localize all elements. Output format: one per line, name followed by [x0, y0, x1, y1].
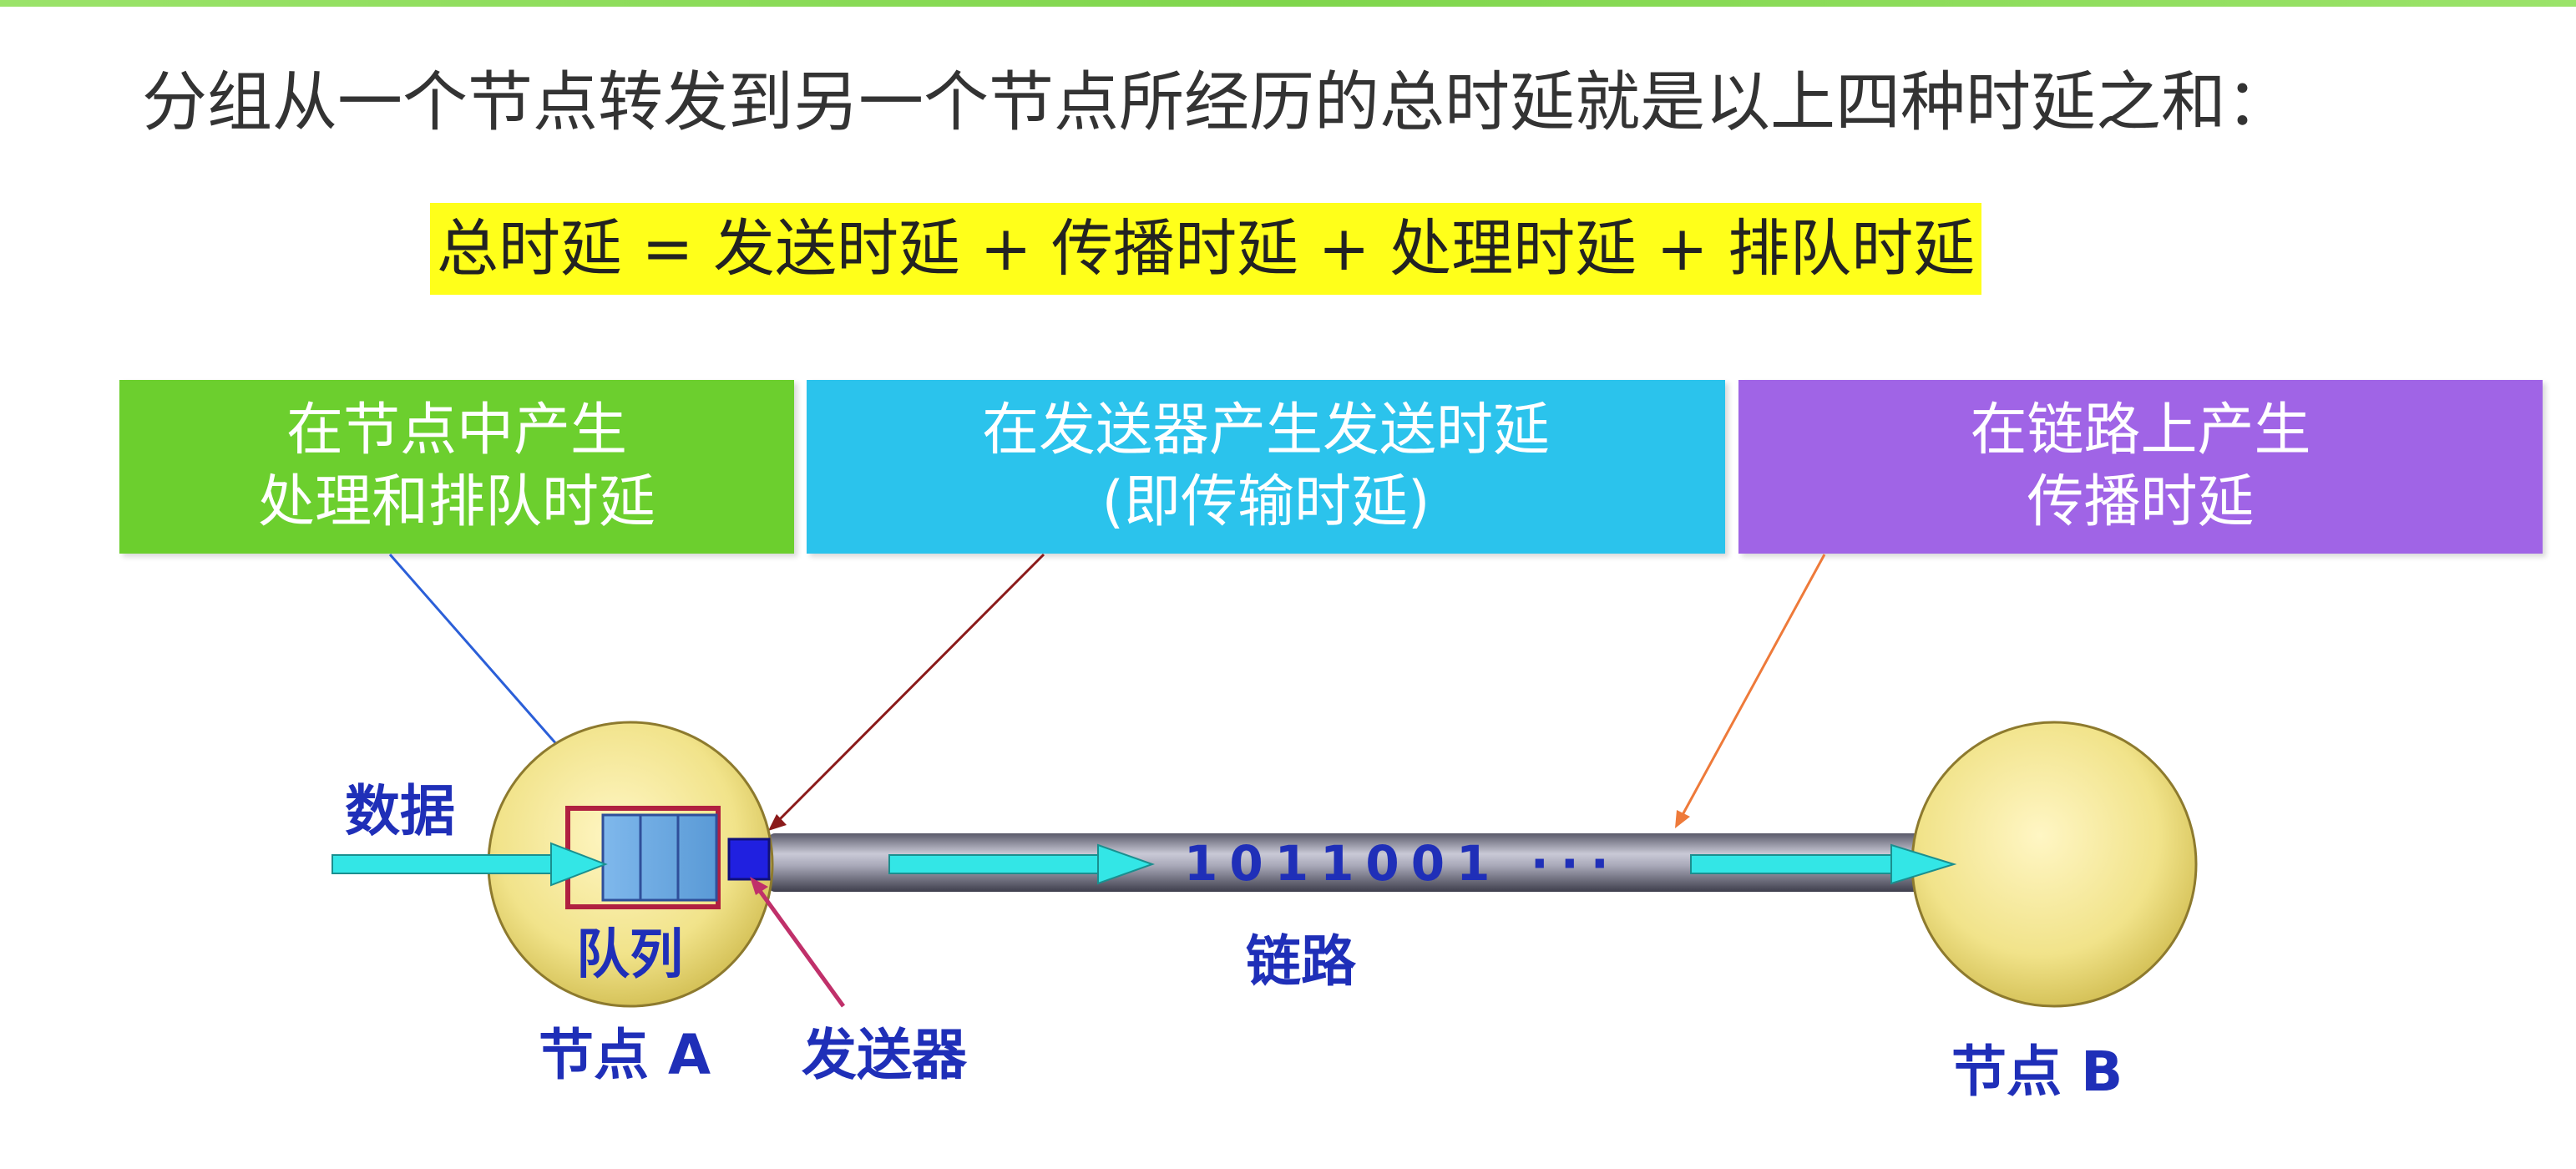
- sender-label-pointer: [753, 883, 846, 1008]
- link-box-pointer-head: [1675, 810, 1690, 828]
- node-a-label: 节点 A: [539, 1023, 711, 1087]
- total-delay-formula: 总时延 = 发送时延 + 传播时延 + 处理时延 + 排队时延: [430, 203, 1982, 295]
- sender-box-pointer-head: [768, 814, 787, 831]
- node-b-label: 节点 B: [1951, 1040, 2123, 1104]
- node-delay-box: 在节点中产生 处理和排队时延: [119, 380, 794, 554]
- sender-box-pointer: [771, 553, 1045, 828]
- incoming-data-arrow: [331, 842, 608, 887]
- sender-square: [727, 838, 771, 881]
- queue-icon: [565, 806, 721, 909]
- sender-delay-line2: (即传输时延): [1101, 469, 1430, 535]
- link-arrow-left: [888, 843, 1155, 885]
- sender-delay-line1: 在发送器产生发送时延: [981, 397, 1550, 463]
- node-delay-line1: 在节点中产生: [286, 397, 627, 463]
- top-accent-line: [0, 0, 2576, 7]
- link-delay-line1: 在链路上产生: [1970, 397, 2311, 463]
- queue-label: 队列: [576, 924, 683, 986]
- sender-delay-box: 在发送器产生发送时延 (即传输时延): [807, 380, 1725, 554]
- sender-label-pointer-head: [750, 877, 768, 895]
- bit-stream-label: 1011001 ···: [1184, 835, 1621, 892]
- sender-label: 发送器: [802, 1023, 967, 1087]
- data-label: 数据: [345, 779, 455, 843]
- link-delay-box: 在链路上产生 传播时延: [1738, 380, 2543, 554]
- link-box-pointer: [1677, 554, 1826, 823]
- link-arrow-right: [1690, 843, 1957, 885]
- link-tube: [768, 833, 1946, 892]
- page-title: 分组从一个节点转发到另一个节点所经历的总时延就是以上四种时延之和：: [142, 65, 2292, 140]
- link-label: 链路: [1246, 929, 1356, 994]
- node-delay-line2: 处理和排队时延: [257, 469, 655, 535]
- link-delay-line2: 传播时延: [2027, 469, 2255, 535]
